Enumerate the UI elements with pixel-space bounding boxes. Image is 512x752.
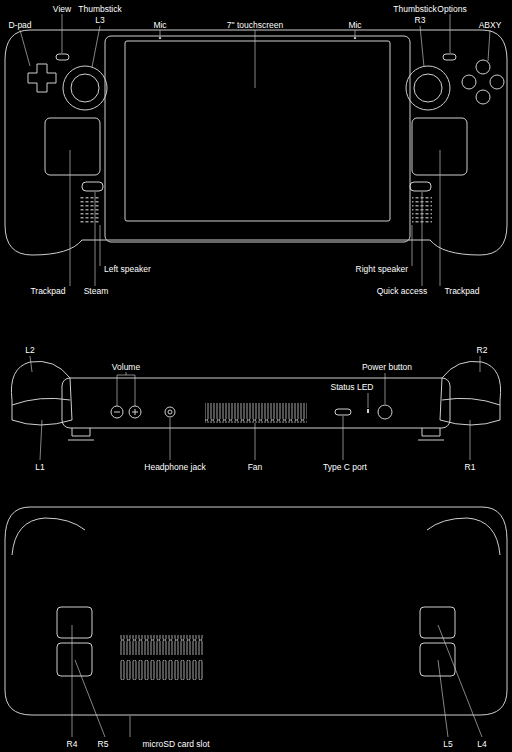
part-label: Left speaker — [104, 264, 151, 274]
fan-vent — [205, 403, 307, 423]
part-label: R4 — [67, 739, 78, 749]
headphone-jack-hole — [168, 410, 172, 414]
top-body — [62, 378, 450, 428]
r5-button — [57, 643, 92, 676]
right-thumbstick-cap — [414, 74, 442, 102]
part-label: R3 — [415, 15, 426, 25]
part-label: Volume — [112, 362, 140, 372]
quick-access-button — [410, 182, 431, 191]
button-x — [462, 75, 476, 89]
part-label: L4 — [477, 739, 486, 749]
touchscreen — [125, 41, 390, 221]
part-label: Quick access — [377, 286, 428, 296]
part-label: L5 — [443, 739, 452, 749]
leader-lines — [20, 14, 490, 737]
part-label: ABXY — [479, 20, 502, 30]
options-button — [443, 54, 456, 60]
l4-button — [420, 607, 455, 638]
back-vent — [120, 635, 204, 655]
back-vent — [120, 660, 204, 680]
part-label: Type C port — [323, 462, 367, 472]
type-c-port — [335, 409, 351, 415]
right-trackpad — [412, 118, 467, 175]
front-body — [5, 30, 507, 255]
status-led — [367, 409, 369, 413]
part-label: 7" touchscreen — [227, 20, 283, 30]
part-label: R1 — [465, 462, 476, 472]
part-label: View — [53, 4, 71, 14]
back-view — [5, 507, 507, 715]
part-label: Trackpad — [30, 286, 65, 296]
part-label: Headphone jack — [144, 462, 205, 472]
power-button — [378, 405, 392, 419]
volume-down — [111, 406, 123, 418]
left-grip-trigger — [11, 361, 72, 425]
plus-sign — [132, 409, 138, 415]
front-view — [5, 30, 507, 255]
right-thumbstick — [406, 66, 450, 110]
right-grip-edge — [427, 518, 500, 555]
part-label: L2 — [25, 345, 34, 355]
mic-hole — [354, 37, 356, 39]
screen-bezel — [105, 36, 410, 242]
right-stick-side — [418, 428, 444, 440]
left-trackpad — [45, 118, 100, 175]
part-label: microSD card slot — [142, 739, 209, 749]
l5-button — [420, 643, 455, 676]
part-label: Mic — [348, 20, 361, 30]
left-grip-edge — [12, 518, 85, 555]
r1-r2-split — [442, 398, 500, 405]
view-button — [56, 54, 69, 60]
steam-button — [82, 182, 103, 191]
back-body — [5, 507, 507, 715]
l1-l2-split — [12, 398, 70, 405]
part-label: R5 — [98, 739, 109, 749]
top-view — [11, 361, 500, 440]
part-label: Mic — [153, 20, 166, 30]
volume-up — [129, 406, 141, 418]
part-label: Thumbstick — [78, 4, 121, 14]
part-label: Thumbstick — [393, 4, 436, 14]
button-y — [476, 60, 490, 74]
minus-sign — [114, 412, 120, 413]
part-label: D-pad — [8, 20, 31, 30]
left-stick-side — [68, 428, 94, 440]
left-thumbstick-cap — [71, 74, 99, 102]
part-label: L3 — [95, 15, 104, 25]
part-label: Options — [437, 4, 466, 14]
left-speaker-grille — [80, 196, 100, 224]
part-label: Right speaker — [356, 264, 408, 274]
mic-hole — [159, 37, 161, 39]
button-a — [476, 90, 490, 104]
headphone-jack — [165, 407, 175, 417]
button-b — [490, 75, 504, 89]
part-label: Trackpad — [444, 286, 479, 296]
left-thumbstick — [63, 66, 107, 110]
part-label: Status LED — [331, 382, 374, 392]
right-grip-trigger — [440, 361, 501, 425]
part-label: L1 — [35, 462, 44, 472]
part-label: R2 — [477, 345, 488, 355]
part-label: Steam — [84, 286, 109, 296]
d-pad — [28, 64, 56, 92]
part-label: Fan — [248, 462, 263, 472]
part-label: Power button — [362, 362, 412, 372]
r4-button — [57, 607, 92, 638]
